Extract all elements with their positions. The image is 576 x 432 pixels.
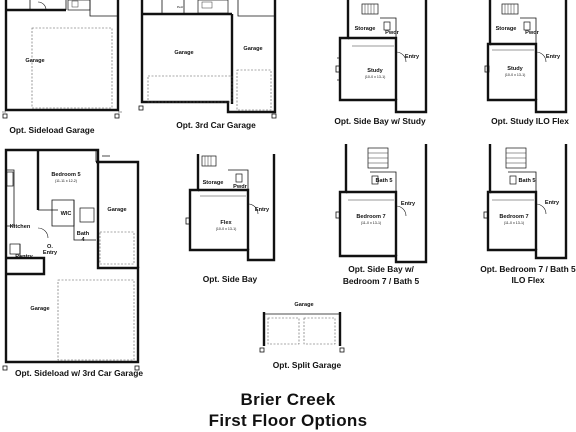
room-storage: Storage: [355, 26, 376, 32]
room-bedroom-7: Bedroom 7: [356, 214, 385, 220]
caption-bedroom7-ilo-flex-line1: Opt. Bedroom 7 / Bath 5: [480, 264, 576, 274]
label-kitchen-ref: Pwdr: [177, 5, 183, 9]
room-flex-dim: (10-0 x 13-1): [216, 227, 237, 231]
plan-third-car-garage: Pwdr Garage Garage Opt. 3rd Car Garage: [138, 0, 277, 130]
stair-icon: [201, 155, 217, 167]
sheet-subtitle: First Floor Options: [208, 411, 368, 430]
plan-side-bay-bedroom7: Bath 5 Bedroom 7 (11-0 x 13-1) Entry Opt…: [335, 144, 428, 286]
sheet-title: Brier Creek: [240, 390, 336, 409]
caption-study-ilo-flex: Opt. Study ILO Flex: [491, 116, 569, 126]
room-garage-left: Garage: [174, 50, 193, 56]
room-pantry: Pantry: [15, 254, 33, 260]
window-icon: [483, 211, 489, 219]
caption-side-bay: Opt. Side Bay: [203, 274, 258, 284]
caption-split-garage: Opt. Split Garage: [273, 360, 342, 370]
room-storage: Storage: [203, 180, 224, 186]
window-icon: [484, 65, 490, 73]
room-pwdr: Pwdr: [233, 184, 247, 190]
caption-sideload-third-car: Opt. Sideload w/ 3rd Car Garage: [15, 368, 143, 378]
room-entry: Entry: [545, 200, 560, 206]
room-bath-5: Bath 5: [518, 178, 535, 184]
room-entry: Entry: [43, 250, 58, 256]
room-study: Study: [367, 68, 383, 74]
room-bath-5: Bath 5: [375, 178, 392, 184]
room-bedroom-7-dim: (11-0 x 13-1): [504, 221, 524, 225]
toilet-icon: [235, 173, 243, 183]
caption-side-bay-bedroom7-line2: Bedroom 7 / Bath 5: [343, 276, 420, 286]
room-study-dim: (10-0 x 13-1): [365, 75, 386, 79]
window-icon: [185, 217, 191, 225]
room-garage-right: Garage: [107, 207, 126, 213]
room-entry: Entry: [546, 54, 561, 60]
room-entry: Entry: [401, 201, 416, 207]
room-pwdr: Pwdr: [525, 30, 539, 36]
plan-bedroom7-ilo-flex: Bath 5 Bedroom 7 (11-0 x 13-1) Entry Opt…: [480, 144, 576, 285]
plan-study-ilo-flex: Storage Pwdr Study (10-0 x 13-1) Entry O…: [484, 0, 569, 126]
caption-bedroom7-ilo-flex-line2: ILO Flex: [511, 275, 544, 285]
room-garage-right: Garage: [243, 46, 262, 52]
caption-side-bay-bedroom7-line1: Opt. Side Bay w/: [348, 264, 414, 274]
room-storage: Storage: [496, 26, 517, 32]
toilet-icon: [509, 175, 517, 185]
toilet-icon: [383, 21, 391, 31]
toilet-icon: [523, 21, 531, 31]
stair-icon: [501, 3, 519, 15]
room-bedroom-5-dim: (11-11 x 12-2): [55, 179, 77, 183]
window-icon: [335, 211, 341, 219]
room-bath-num: 4: [81, 237, 85, 243]
room-study-dim: (10-0 x 13-1): [505, 73, 526, 77]
room-entry-o: O.: [47, 244, 53, 250]
room-study: Study: [507, 66, 523, 72]
plan-sideload-garage: Garage Opt. Sideload Garage: [2, 0, 122, 135]
room-bedroom-7-dim: (11-0 x 13-1): [361, 221, 381, 225]
room-wic: WIC: [61, 211, 72, 217]
room-pwdr: Pwdr: [385, 30, 399, 36]
toilet-icon: [371, 175, 379, 185]
room-entry: Entry: [405, 54, 420, 60]
room-entry: Entry: [255, 207, 270, 213]
room-bath: Bath: [77, 231, 90, 237]
caption-sideload-garage: Opt. Sideload Garage: [9, 125, 95, 135]
window-icon: [335, 65, 341, 73]
plan-sideload-third-car: Kitchen Bedroom 5 (11-11 x 12-2) WIC Bat…: [2, 148, 143, 378]
caption-side-bay-study: Opt. Side Bay w/ Study: [334, 116, 426, 126]
room-garage: Garage: [25, 58, 44, 64]
stair-icon: [361, 3, 379, 15]
room-bedroom-5: Bedroom 5: [51, 172, 80, 178]
room-kitchen: Kitchen: [10, 224, 31, 230]
room-garage-bottom: Garage: [30, 306, 49, 312]
plan-side-bay-study: Storage Pwdr Study (10-0 x 13-1) Entry O…: [334, 0, 428, 126]
plan-split-garage: Garage Opt. Split Garage: [259, 302, 345, 370]
plan-side-bay: Storage Pwdr Flex (10-0 x 13-1) Entry Op…: [185, 154, 276, 284]
room-flex: Flex: [220, 220, 232, 226]
caption-third-car-garage: Opt. 3rd Car Garage: [176, 120, 256, 130]
room-bedroom-7: Bedroom 7: [499, 214, 528, 220]
room-garage: Garage: [294, 302, 313, 308]
